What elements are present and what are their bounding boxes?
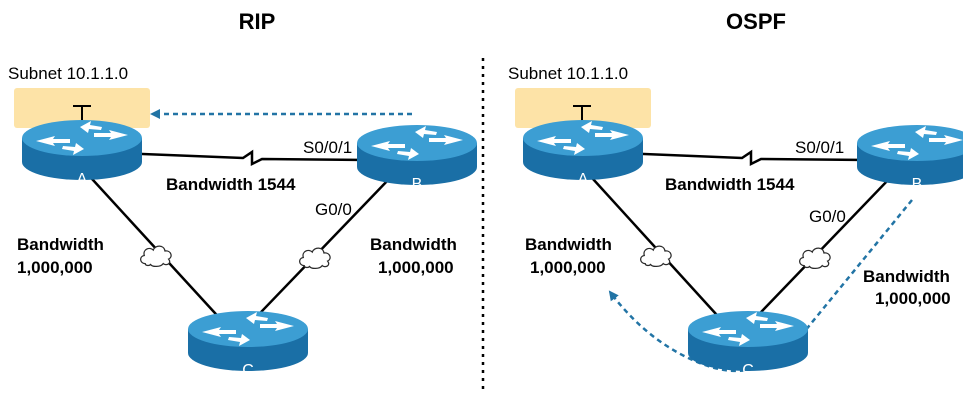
panel-title: OSPF <box>726 9 786 34</box>
bandwidth-right-line2: 1,000,000 <box>875 289 951 308</box>
bandwidth-left-line1: Bandwidth <box>17 235 104 254</box>
subnet-label: Subnet 10.1.1.0 <box>8 64 128 83</box>
serial-link <box>617 149 869 167</box>
cloud-icon <box>140 245 172 268</box>
ospf-panel: OSPF Subnet 10.1.1.0 A B C S0/0/1 Bandwi… <box>508 9 963 379</box>
router-icon <box>857 125 963 185</box>
bandwidth-right-line1: Bandwidth <box>863 267 950 286</box>
g-interface-label: G0/0 <box>809 207 846 226</box>
cloud-icon <box>640 245 672 268</box>
serial-interface-label: S0/0/1 <box>795 138 844 157</box>
serial-bandwidth-label: Bandwidth 1544 <box>166 175 296 194</box>
bandwidth-left-line2: 1,000,000 <box>530 258 606 277</box>
router-b-label: B <box>412 176 423 193</box>
bandwidth-right-line2: 1,000,000 <box>378 258 454 277</box>
bandwidth-left-line2: 1,000,000 <box>17 258 93 277</box>
router-b-label: B <box>912 176 923 193</box>
rip-panel: RIP Subnet 10.1.1.0 A B C S0/0/1 Bandwid… <box>8 9 477 379</box>
cloud-icon <box>299 247 331 270</box>
router-c-label: C <box>742 362 754 379</box>
router-c-label: C <box>242 362 254 379</box>
bandwidth-left-line1: Bandwidth <box>525 235 612 254</box>
serial-interface-label: S0/0/1 <box>303 138 352 157</box>
cloud-icon <box>799 247 831 270</box>
panel-title: RIP <box>239 9 276 34</box>
bandwidth-right-line1: Bandwidth <box>370 235 457 254</box>
router-a-label: A <box>77 171 88 188</box>
g-interface-label: G0/0 <box>315 200 352 219</box>
serial-bandwidth-label: Bandwidth 1544 <box>665 175 795 194</box>
serial-link <box>117 149 369 167</box>
subnet-label: Subnet 10.1.1.0 <box>508 64 628 83</box>
router-a-label: A <box>578 171 589 188</box>
